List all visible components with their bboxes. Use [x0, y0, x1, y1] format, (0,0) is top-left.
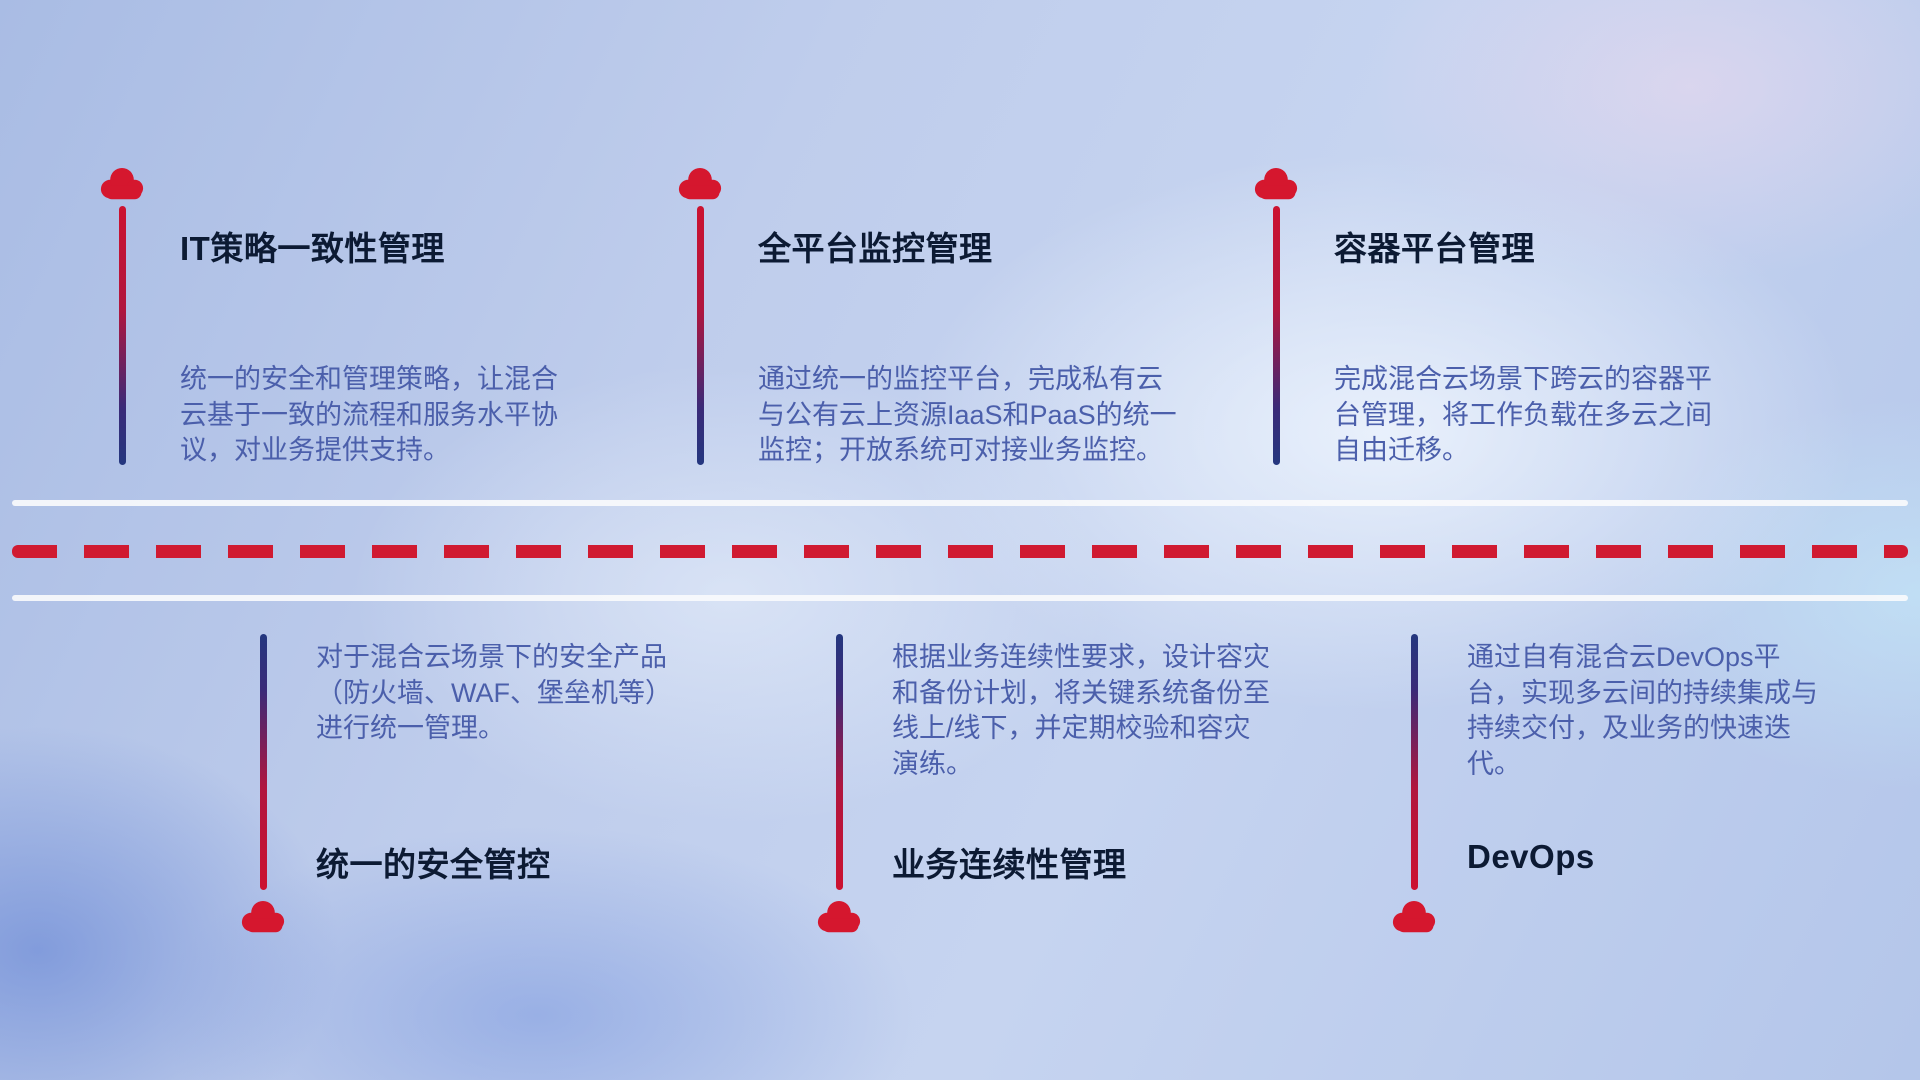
item-title: 统一的安全管控	[316, 846, 551, 883]
connector-line	[696, 206, 704, 465]
item-title: IT策略一致性管理	[180, 230, 445, 267]
item-title: DevOps	[1467, 838, 1595, 875]
connector-line	[118, 206, 126, 465]
cloud-icon	[1249, 163, 1303, 205]
road-dashed-line	[12, 545, 1908, 558]
connector-line	[1272, 206, 1280, 465]
cloud-icon	[812, 896, 866, 938]
cloud-icon	[673, 163, 727, 205]
item-description: 统一的安全和管理策略，让混合云基于一致的流程和服务水平协议，对业务提供支持。	[180, 364, 558, 466]
cloud-icon	[1387, 896, 1441, 938]
item-title: 业务连续性管理	[892, 846, 1127, 883]
connector-line	[835, 634, 843, 890]
item-description: 通过统一的监控平台，完成私有云与公有云上资源IaaS和PaaS的统一监控；开放系…	[758, 364, 1177, 466]
connector-line	[259, 634, 267, 890]
item-description: 通过自有混合云DevOps平台，实现多云间的持续集成与持续交付，及业务的快速迭代…	[1467, 642, 1818, 779]
item-title: 全平台监控管理	[758, 230, 993, 267]
item-description: 完成混合云场景下跨云的容器平台管理，将工作负载在多云之间自由迁移。	[1334, 364, 1712, 466]
connector-line	[1410, 634, 1418, 890]
cloud-icon	[95, 163, 149, 205]
item-description: 根据业务连续性要求，设计容灾和备份计划，将关键系统备份至线上/线下，并定期校验和…	[892, 642, 1270, 779]
road-line-top	[12, 500, 1908, 506]
item-description: 对于混合云场景下的安全产品（防火墙、WAF、堡垒机等）进行统一管理。	[316, 642, 672, 744]
item-title: 容器平台管理	[1334, 230, 1535, 267]
road-line-bottom	[12, 595, 1908, 601]
cloud-icon	[236, 896, 290, 938]
